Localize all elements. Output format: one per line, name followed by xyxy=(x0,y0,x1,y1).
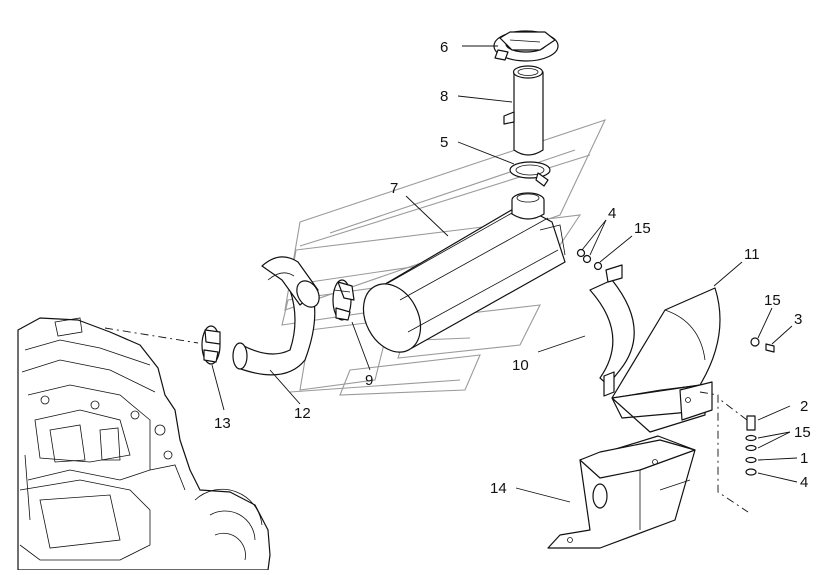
callout-15-top: 15 xyxy=(634,220,651,237)
callout-4-bottom: 4 xyxy=(800,474,808,491)
callout-13: 13 xyxy=(214,415,231,432)
callout-15-right: 15 xyxy=(764,292,781,309)
callout-11: 11 xyxy=(744,246,760,263)
leader-lines xyxy=(211,45,798,503)
callout-2: 2 xyxy=(800,398,808,415)
part-cap xyxy=(493,30,559,62)
callout-1: 1 xyxy=(800,450,808,467)
engine-block xyxy=(17,317,271,571)
part-flange-clamp xyxy=(332,279,355,321)
callout-4-top: 4 xyxy=(608,205,616,222)
part-exhaust-elbow xyxy=(232,256,320,376)
callout-6: 6 xyxy=(440,39,448,56)
callout-15-bottom: 15 xyxy=(794,424,811,441)
part-clamp-ring xyxy=(509,161,551,187)
callout-3: 3 xyxy=(794,311,802,328)
part-pipe-clamp xyxy=(201,325,221,365)
callout-labels: 6 8 5 7 4 15 11 15 3 10 9 12 13 2 15 1 4… xyxy=(214,39,811,497)
callout-14: 14 xyxy=(490,480,507,497)
part-muffler xyxy=(362,192,566,353)
callout-9: 9 xyxy=(365,372,373,389)
callout-10: 10 xyxy=(512,357,529,374)
callout-5: 5 xyxy=(440,134,448,151)
part-mounting-bracket xyxy=(611,287,721,433)
callout-8: 8 xyxy=(440,88,448,105)
alignment-lines xyxy=(104,327,749,513)
part-tail-pipe xyxy=(503,65,544,156)
hardware-nuts-washers xyxy=(576,248,775,476)
callout-12: 12 xyxy=(294,405,311,422)
part-heat-shield xyxy=(589,264,635,397)
callout-7: 7 xyxy=(390,180,398,197)
part-support-bracket xyxy=(547,435,696,549)
